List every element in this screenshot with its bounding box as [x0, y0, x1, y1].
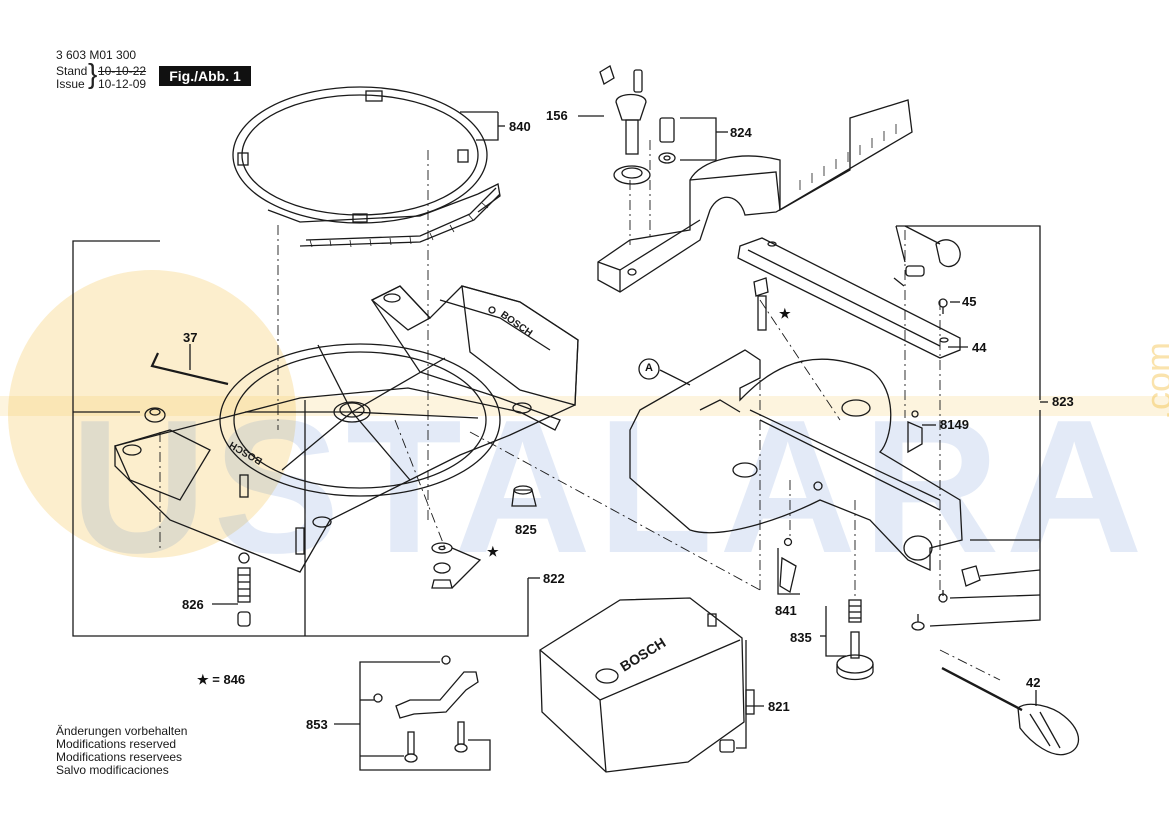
old-date: 10-10-22	[98, 64, 147, 78]
part-823-small	[911, 565, 981, 631]
label-835: 835	[790, 630, 812, 645]
stand-label: Stand	[56, 64, 88, 78]
label-45: 45	[962, 294, 977, 309]
part-bolt-star	[753, 277, 769, 331]
label-A: A	[645, 362, 653, 374]
label-826: 826	[182, 597, 204, 612]
watermark-band	[0, 396, 1169, 416]
leader-A	[659, 369, 691, 386]
label-822: 822	[543, 571, 565, 586]
bracket-821	[736, 640, 747, 749]
part-knob-right	[893, 239, 961, 287]
assembly-dashes	[159, 140, 1001, 681]
bracket-823-bottom	[929, 410, 1041, 627]
note-de: Änderungen vorbehalten	[56, 724, 188, 738]
star-marker-bolt: ★	[779, 306, 791, 321]
bracket-835	[825, 606, 846, 657]
label-846-legend: ★ = 846	[197, 672, 246, 687]
label-44: 44	[972, 340, 987, 355]
leader-823-d	[949, 594, 1041, 599]
label-825: 825	[515, 522, 537, 537]
part-8149-clip	[907, 410, 923, 454]
label-156: 156	[546, 108, 568, 123]
part-826-spring-stack	[237, 552, 251, 627]
part-44-rail	[737, 237, 961, 359]
part-45-screw	[938, 298, 948, 314]
part-835-foot	[836, 599, 874, 681]
part-853-bracket	[373, 655, 479, 763]
new-date: 10-12-09	[98, 77, 147, 91]
label-42: 42	[1026, 675, 1041, 690]
label-840: 840	[509, 119, 531, 134]
date-brace: }	[88, 58, 98, 89]
part-821-cover	[539, 597, 755, 773]
issue-label: Issue	[56, 77, 85, 91]
part-42-handle	[941, 666, 1080, 756]
frame-left-assembly	[72, 240, 529, 637]
part-840-ring	[232, 86, 501, 247]
part-37-hex-key	[150, 352, 229, 386]
note-fr: Modifications reservees	[56, 750, 183, 764]
part-841-pin	[779, 537, 797, 594]
label-853: 853	[306, 717, 328, 732]
label-A-circle	[638, 358, 660, 380]
part-824-screw-washer	[658, 117, 676, 164]
watermark-text: USTALARA	[70, 381, 1149, 593]
label-823: 823	[1052, 394, 1074, 409]
leader-823-b	[904, 225, 941, 245]
base-brand-text: BOSCH	[498, 309, 534, 339]
figure-badge: Fig./Abb. 1	[159, 66, 251, 86]
bracket-822	[451, 547, 482, 589]
fence-scale-ticks	[799, 124, 897, 190]
label-37: 37	[183, 330, 198, 345]
label-841: 841	[775, 603, 797, 618]
part-840-scale-ticks	[309, 202, 489, 248]
label-824: 824	[730, 125, 752, 140]
star-marker-822: ★	[487, 544, 499, 559]
cover-brand-text: BOSCH	[617, 634, 668, 674]
bracket-841	[777, 548, 800, 595]
bracket-853	[359, 661, 491, 771]
part-fence	[597, 99, 913, 293]
bracket-823-top	[896, 225, 1041, 400]
part-822-washers	[431, 542, 453, 589]
bracket-840	[476, 112, 499, 141]
leader-823-a	[895, 225, 906, 263]
base-brand-text-rev: BOSCH	[228, 439, 265, 467]
modification-notes: Änderungen vorbehalten Modifications res…	[56, 725, 187, 777]
part-base	[114, 285, 579, 573]
doc-number: 3 603 M01 300	[56, 48, 137, 62]
note-es: Salvo modificaciones	[56, 763, 169, 777]
part-825-bushing	[511, 485, 537, 507]
label-8149: 8149	[940, 417, 969, 432]
part-156-lever-knob	[599, 65, 651, 185]
label-821: 821	[768, 699, 790, 714]
note-en: Modifications reserved	[56, 737, 177, 751]
leader-823-c	[979, 569, 1041, 577]
bracket-824	[680, 117, 717, 161]
part-A-turntable	[629, 349, 963, 572]
part-nut-left	[144, 407, 166, 423]
